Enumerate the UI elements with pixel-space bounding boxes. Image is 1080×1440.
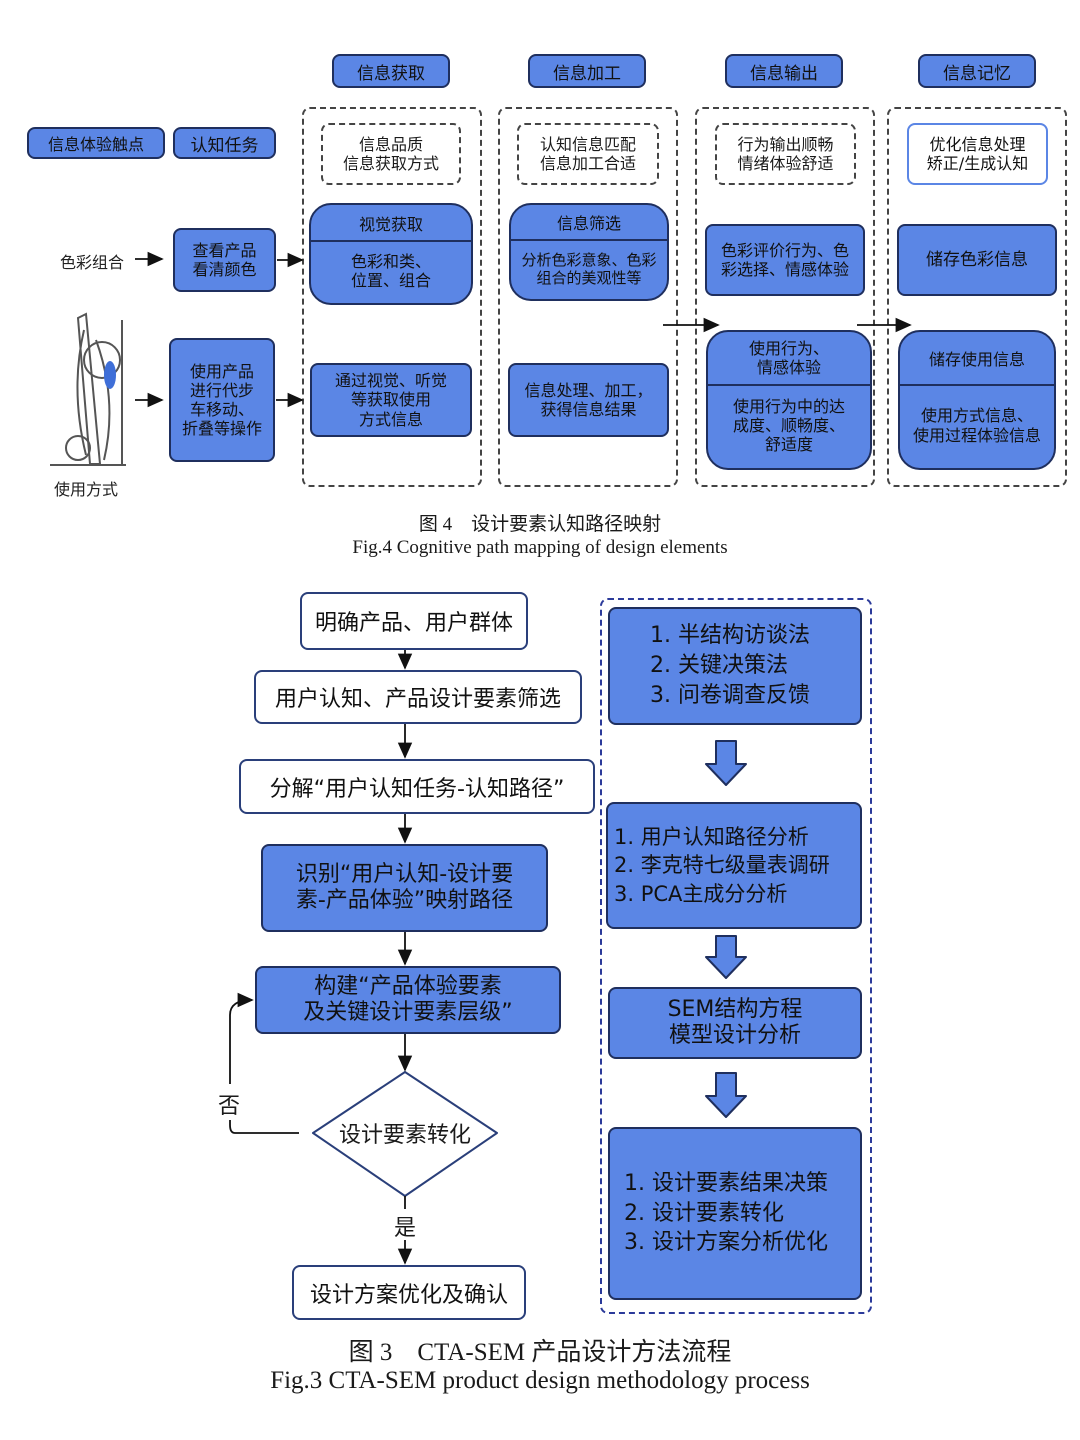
col2-filter-body: 分析色彩意象、色彩 组合的美观性等 (521, 250, 657, 287)
stage-memory: 信息记忆 (918, 54, 1036, 88)
flow-step-1: 明确产品、用户群体 (300, 592, 528, 650)
stage-process: 信息加工 (528, 54, 646, 88)
col2-filter-box: 信息筛选 分析色彩意象、色彩 组合的美观性等 (509, 203, 669, 301)
no-label: 否 (218, 1094, 241, 1119)
color-combo-label: 色彩组合 (60, 253, 125, 272)
col1-visual-body: 色彩和类、 位置、组合 (350, 251, 431, 290)
col3-behavior-box: 使用行为、 情感体验 使用行为中的达 成度、顺畅度、 舒适度 (706, 330, 872, 470)
method-box-1: 1. 半结构访谈法 2. 关键决策法 3. 问卷调查反馈 (608, 607, 862, 725)
task-view-color-box: 查看产品 看清颜色 (173, 228, 276, 292)
fig4-caption-en: Fig.4 Cognitive path mapping of design e… (352, 537, 728, 558)
col3-behavior-body: 使用行为中的达 成度、顺畅度、 舒适度 (732, 396, 845, 455)
col1-header: 信息品质 信息获取方式 (321, 123, 461, 185)
touchpoint-label: 信息体验触点 (27, 127, 165, 159)
column-output (695, 107, 875, 487)
col4-store-color-box: 储存色彩信息 (897, 224, 1057, 296)
usage-label: 使用方式 (54, 480, 119, 499)
col1-visual-title: 视觉获取 (311, 205, 471, 242)
col4-store-usage-body: 使用方式信息、 使用过程体验信息 (912, 406, 1041, 445)
method-box-4: 1. 设计要素结果决策 2. 设计要素转化 3. 设计方案分析优化 (608, 1127, 862, 1300)
col1-visual-box: 视觉获取 色彩和类、 位置、组合 (309, 203, 473, 305)
col3-header: 行为输出顺畅 情绪体验舒适 (715, 123, 856, 185)
column-memory (887, 107, 1067, 487)
flow-step-2: 用户认知、产品设计要素筛选 (254, 670, 582, 724)
fig3-caption-en: Fig.3 CTA-SEM product design methodology… (270, 1367, 810, 1394)
col2-header: 认知信息匹配 信息加工合适 (517, 123, 659, 185)
col1-usage-box: 通过视觉、听觉 等获取使用 方式信息 (310, 363, 472, 437)
method-box-2: 1. 用户认知路径分析 2. 李克特七级量表调研 3. PCA主成分分析 (606, 802, 862, 929)
stage-output: 信息输出 (725, 54, 843, 88)
col4-store-usage-box: 储存使用信息 使用方式信息、 使用过程体验信息 (898, 330, 1056, 470)
task-label: 认知任务 (173, 127, 276, 159)
column-acquire (302, 107, 482, 487)
col3-behavior-title: 使用行为、 情感体验 (708, 332, 870, 386)
stage-acquire: 信息获取 (332, 54, 450, 88)
flow-final: 设计方案优化及确认 (292, 1265, 526, 1320)
col4-header: 优化信息处理 矫正/生成认知 (907, 123, 1048, 185)
methods-panel (600, 598, 872, 1314)
col2-process-box: 信息处理、加工， 获得信息结果 (508, 363, 669, 437)
col2-filter-title: 信息筛选 (511, 205, 667, 241)
col3-evaluate-box: 色彩评价行为、色 彩选择、情感体验 (705, 224, 865, 296)
flow-step-5: 构建“产品体验要素 及关键设计要素层级” (255, 966, 561, 1034)
task-use-box: 使用产品 进行代步 车移动、 折叠等操作 (169, 338, 275, 462)
flow-step-4: 识别“用户认知-设计要 素-产品体验”映射路径 (261, 844, 548, 932)
yes-label: 是 (394, 1216, 417, 1241)
column-process (498, 107, 678, 487)
flow-step-3: 分解“用户认知任务-认知路径” (239, 759, 595, 814)
fig4-caption-cn: 图 4 设计要素认知路径映射 (418, 514, 662, 535)
col4-store-usage-title: 储存使用信息 (900, 332, 1054, 386)
method-box-3: SEM结构方程 模型设计分析 (608, 987, 862, 1059)
fig3-caption-cn: 图 3 CTA-SEM 产品设计方法流程 (348, 1339, 732, 1366)
decision-label: 设计要素转化 (338, 1123, 471, 1148)
